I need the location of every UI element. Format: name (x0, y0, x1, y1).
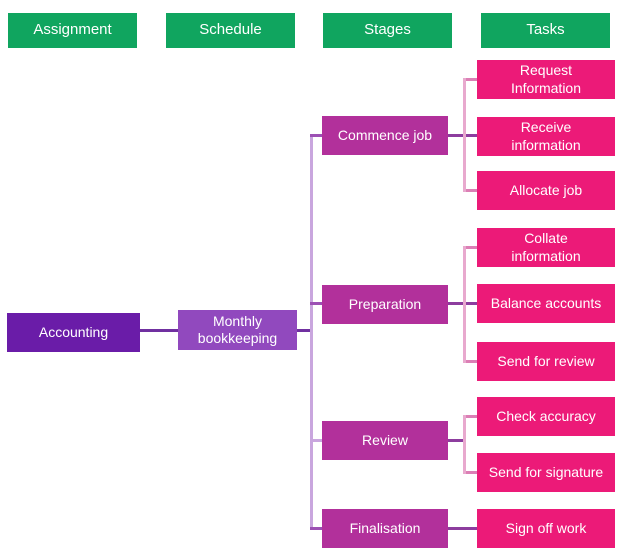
node-task-sign-off-work: Sign off work (477, 509, 615, 548)
node-stage-review: Review (322, 421, 448, 460)
connector-review-task-trunk (463, 415, 466, 474)
connector-stage-trunk (310, 134, 313, 530)
node-stage-commence-job: Commence job (322, 116, 448, 155)
connector-schedule-to-stage-trunk (297, 329, 312, 332)
node-task-collate-information: Collate information (477, 228, 615, 267)
connector-commence-task-trunk (463, 78, 466, 192)
column-header-assignment: Assignment (8, 13, 137, 48)
node-task-check-accuracy: Check accuracy (477, 397, 615, 436)
column-header-schedule: Schedule (166, 13, 295, 48)
connector-stub-send-for-signature (466, 471, 477, 474)
column-header-stages: Stages (323, 13, 452, 48)
connector-stub-send-for-review (466, 360, 477, 363)
node-task-balance-accounts: Balance accounts (477, 284, 615, 323)
connector-preparation-task-trunk (463, 246, 466, 363)
connector-stub-commence-job (310, 134, 322, 137)
connector-stub-preparation (310, 302, 322, 305)
column-header-tasks: Tasks (481, 13, 610, 48)
node-accounting: Accounting (7, 313, 140, 352)
connector-stub-request-information (466, 78, 477, 81)
node-task-request-information: Request Information (477, 60, 615, 99)
connector-review-to-tasks (448, 439, 466, 442)
connector-finalisation-to-task (448, 527, 477, 530)
node-task-receive-information: Receive information (477, 117, 615, 156)
node-task-send-for-signature: Send for signature (477, 453, 615, 492)
node-stage-preparation: Preparation (322, 285, 448, 324)
connector-preparation-to-tasks (448, 302, 477, 305)
connector-stub-allocate-job (466, 189, 477, 192)
node-task-send-for-review: Send for review (477, 342, 615, 381)
connector-stub-finalisation (310, 527, 322, 530)
node-stage-finalisation: Finalisation (322, 509, 448, 548)
node-monthly-bookkeeping: Monthly bookkeeping (178, 310, 297, 350)
connector-accounting-to-schedule (140, 329, 178, 332)
node-task-allocate-job: Allocate job (477, 171, 615, 210)
connector-stub-review (310, 439, 322, 442)
connector-stub-check-accuracy (466, 415, 477, 418)
connector-stub-collate-information (466, 246, 477, 249)
connector-commence-job-to-tasks (448, 134, 477, 137)
